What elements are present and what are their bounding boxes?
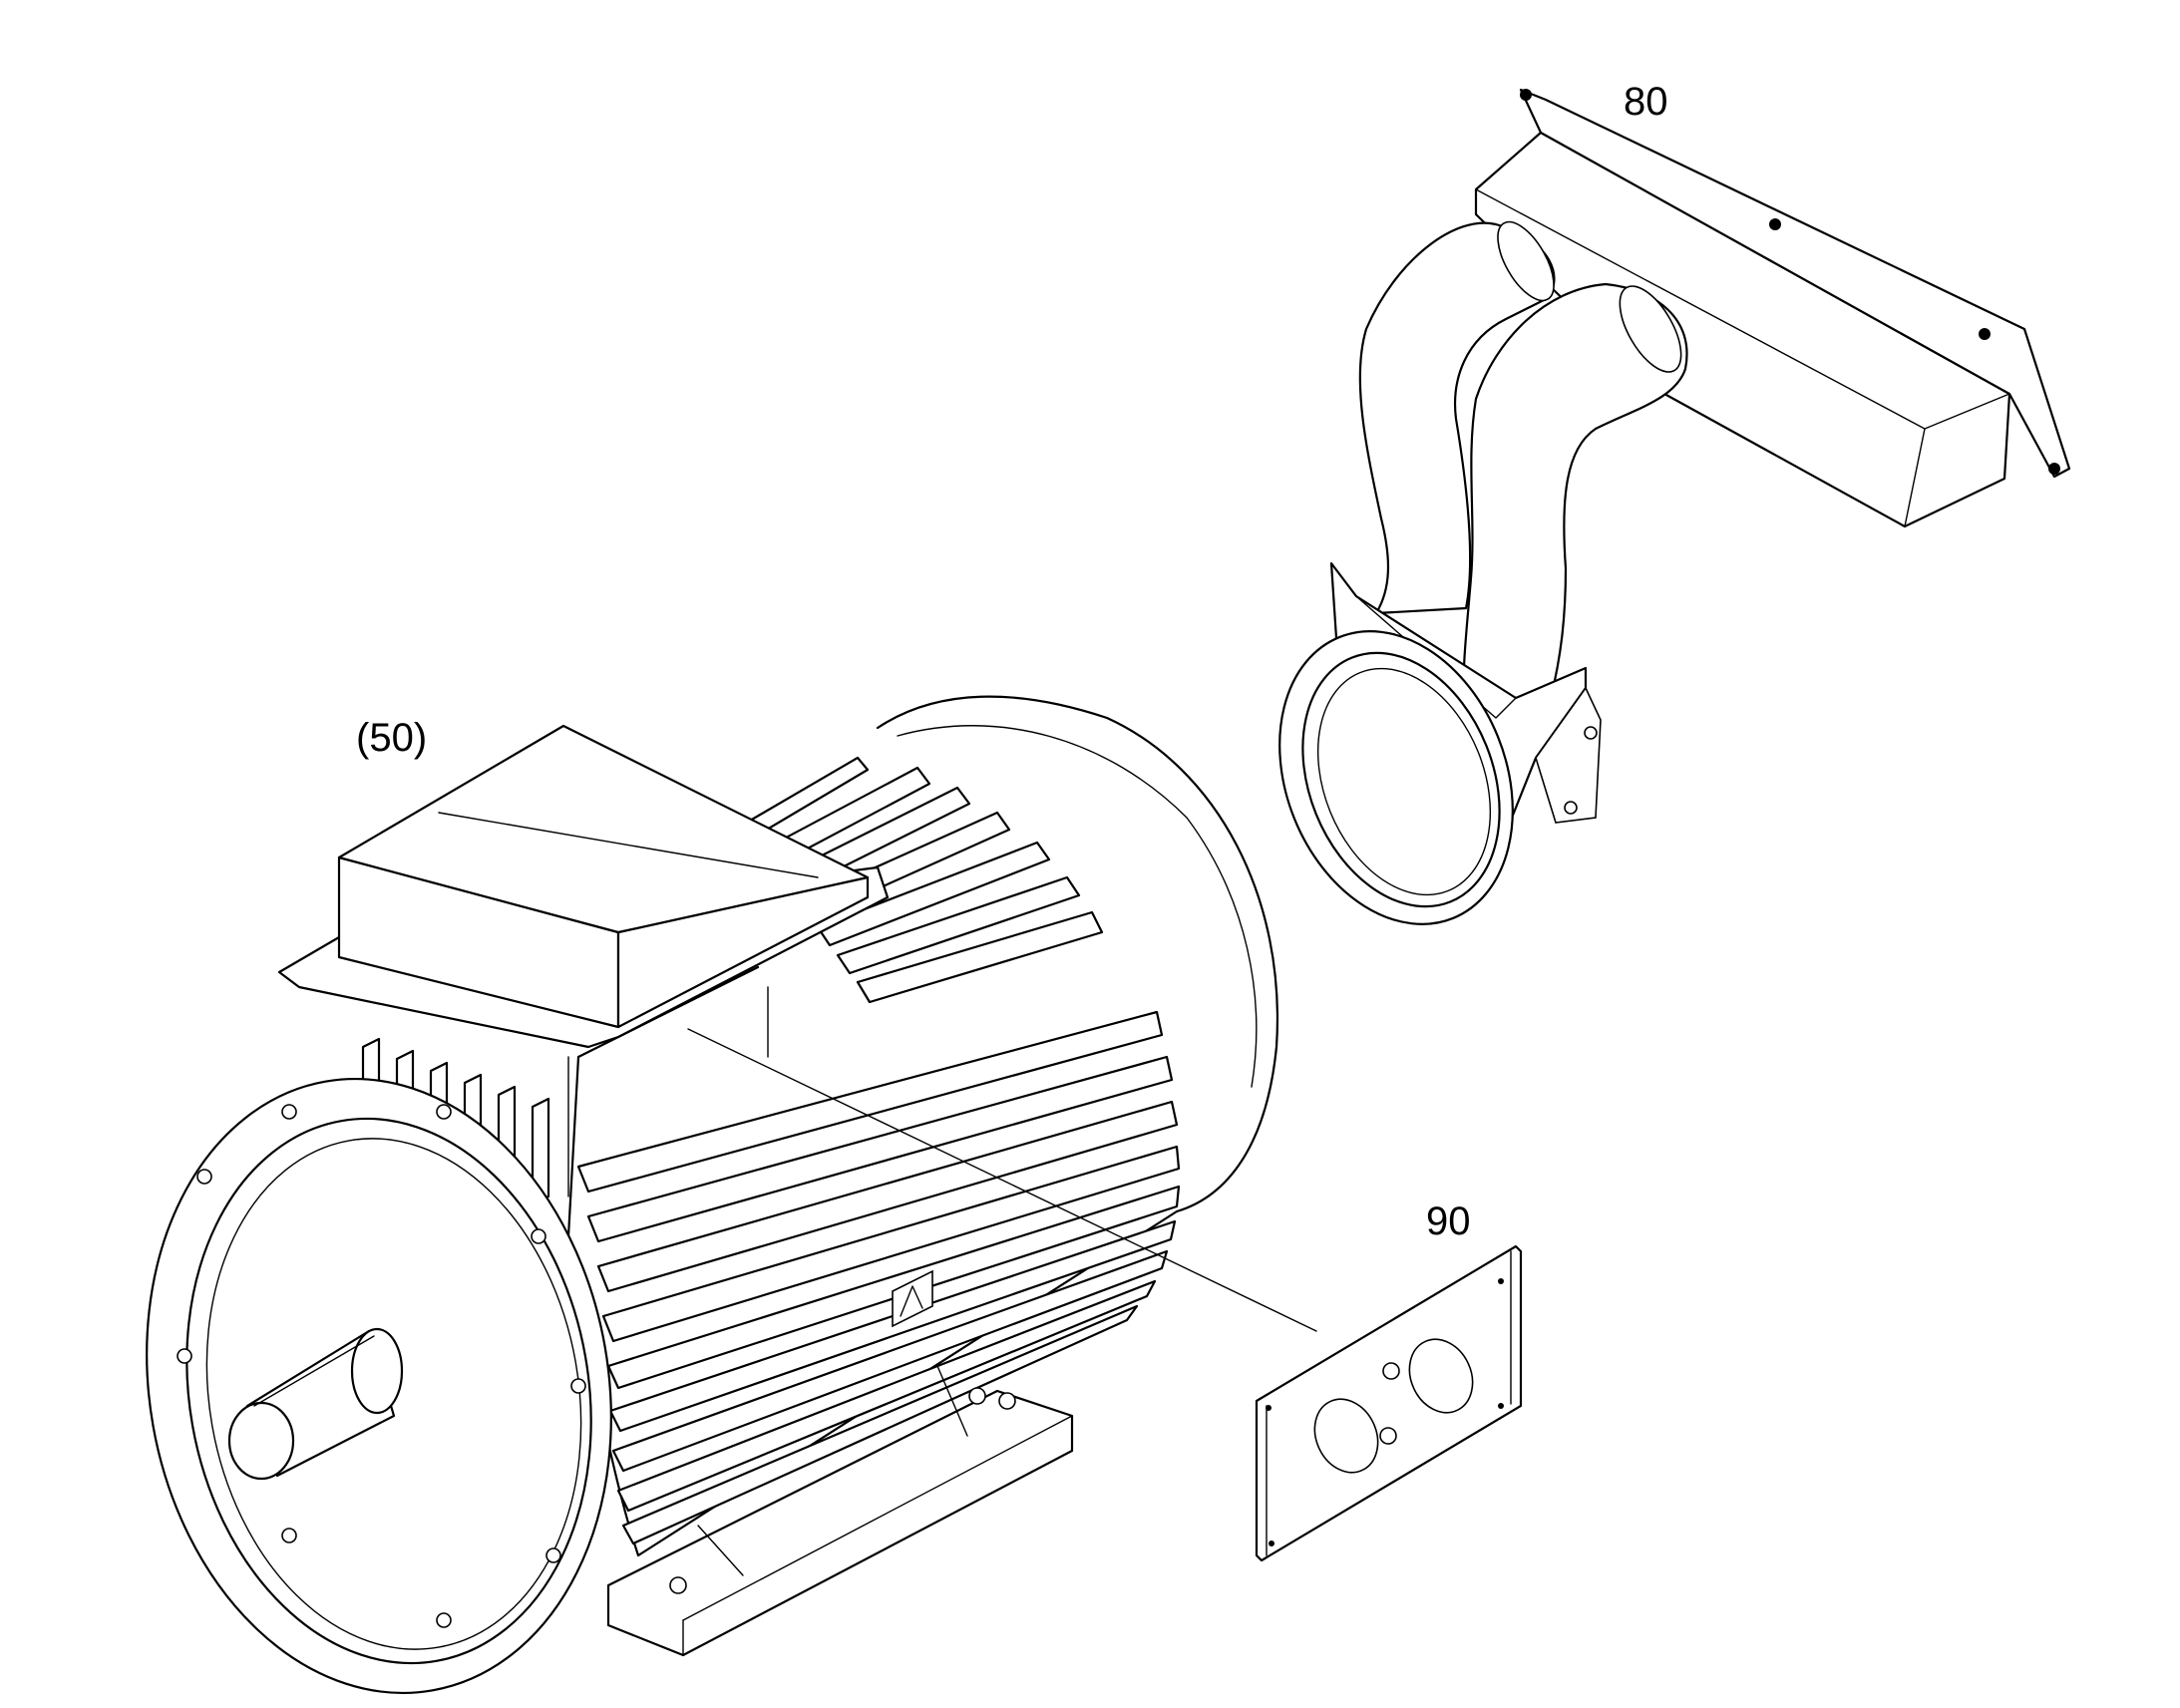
callout-plate-label: 90 — [1426, 1199, 1471, 1243]
duct-pipe-rear — [1358, 221, 1556, 615]
callout-motor-label: (50) — [356, 716, 428, 760]
leader-line-motor-to-plate — [687, 1028, 1317, 1332]
motor-terminal-box — [277, 724, 890, 1197]
duct-pipe-front — [1462, 282, 1688, 700]
nameplate-logo — [892, 1269, 933, 1328]
motor-foot — [606, 1365, 1074, 1657]
duct-round-outlet — [1278, 630, 1514, 925]
electric-motor — [146, 695, 1317, 1694]
duct-mounting-flange — [1519, 88, 2071, 479]
air-duct-assembly — [1278, 88, 2071, 925]
motor-shaft — [227, 1327, 404, 1481]
gland-plate — [1255, 1244, 1523, 1562]
callout-duct-label: 80 — [1624, 80, 1668, 124]
motor-rear-end-shield — [876, 695, 1278, 1213]
